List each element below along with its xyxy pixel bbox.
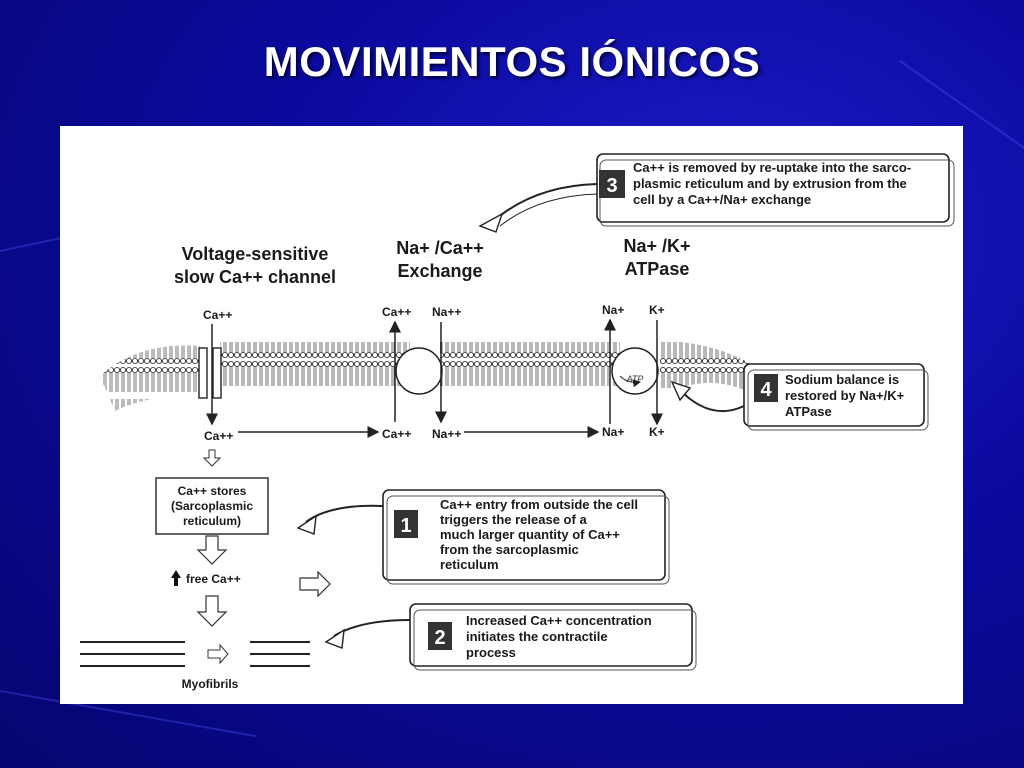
callout-1-line5: reticulum: [440, 557, 499, 572]
myofibrils-relaxed: [80, 641, 185, 667]
callout-1: 1 Ca++ entry from outside the cell trigg…: [296, 489, 670, 585]
callout-3-line3: cell by a Ca++/Na+ exchange: [633, 192, 811, 207]
exchanger-protein: [395, 347, 443, 395]
myofibrils-label: Myofibrils: [182, 677, 239, 691]
callout-2-number: 2: [434, 627, 445, 649]
exchange-header-line1: Na+ /Ca++: [396, 238, 484, 258]
slide-title: MOVIMIENTOS IÓNICOS: [263, 38, 761, 85]
ion-pump-na-out: Na+: [602, 303, 624, 317]
up-arrow-icon: [171, 570, 181, 586]
cell-membrane: [100, 342, 780, 411]
callout-3-line1: Ca++ is removed by re-uptake into the sa…: [633, 160, 911, 175]
callout-4-number: 4: [760, 379, 772, 401]
ion-exchange-na-out: Na++: [432, 305, 461, 319]
callout-2: 2 Increased Ca++ concentration initiates…: [324, 603, 697, 671]
hollow-right-arrow-icon: [207, 643, 229, 665]
ion-ca-outside: Ca++: [203, 308, 232, 322]
callout-1-badge: [394, 510, 418, 538]
atp-label: ATP: [626, 374, 644, 384]
callout-4-badge: [754, 374, 778, 402]
sodium-potassium-pump: ATP: [611, 347, 659, 395]
callout-4-line3: ATPase: [785, 404, 832, 419]
ion-pump-na-in: Na+: [602, 425, 624, 439]
channel-header-line1: Voltage-sensitive: [182, 244, 329, 264]
ion-pump-k-out: K+: [649, 303, 665, 317]
hollow-down-arrow-icon: [202, 449, 222, 467]
stores-line2: (Sarcoplasmic: [171, 499, 253, 513]
ion-ca-inside: Ca++: [204, 429, 233, 443]
myofibrils-contracted: [250, 641, 310, 667]
ion-exchange-na-in: Na++: [432, 427, 461, 441]
callout-1-line4: from the sarcoplasmic: [440, 542, 579, 557]
stores-line1: Ca++ stores: [178, 484, 247, 498]
free-calcium-label: free Ca++: [186, 572, 241, 586]
ion-exchange-ca-out: Ca++: [382, 305, 411, 319]
callout-2-badge: [428, 622, 452, 650]
ion-movement-diagram: ATP Voltage-sensitive slow Ca++ channel …: [80, 153, 955, 691]
callout-3-line2: plasmic reticulum and by extrusion from …: [633, 176, 907, 191]
callout-4: 4 Sodium balance is restored by Na+/K+ A…: [670, 363, 929, 431]
callout-2-line2: initiates the contractile: [466, 629, 608, 644]
callout-1-line1: Ca++ entry from outside the cell: [440, 497, 638, 512]
callout-3-badge: [599, 170, 625, 198]
callout-2-line3: process: [466, 645, 516, 660]
atpase-header-line2: ATPase: [625, 259, 690, 279]
exchange-header-line2: Exchange: [397, 261, 482, 281]
channel-header-line2: slow Ca++ channel: [174, 267, 336, 287]
atpase-header-line1: Na+ /K+: [623, 236, 690, 256]
callout-2-line1: Increased Ca++ concentration: [466, 613, 652, 628]
stores-line3: reticulum): [183, 514, 241, 528]
ion-pump-k-in: K+: [649, 425, 665, 439]
callout-4-line1: Sodium balance is: [785, 372, 899, 387]
callout-3: 3 Ca++ is removed by re-uptake into the …: [478, 153, 955, 233]
diagram-panel: ATP Voltage-sensitive slow Ca++ channel …: [60, 126, 963, 704]
callout-1-number: 1: [400, 515, 411, 537]
callout-1-line2: triggers the release of a: [440, 512, 587, 527]
hollow-down-arrow-icon: [196, 535, 228, 565]
hollow-right-arrow-icon: [299, 570, 331, 598]
calcium-channel: [198, 347, 222, 399]
calcium-stores-box: Ca++ stores (Sarcoplasmic reticulum): [155, 477, 269, 535]
callout-3-number: 3: [606, 175, 617, 197]
ion-exchange-ca-in: Ca++: [382, 427, 411, 441]
hollow-down-arrow-icon: [196, 595, 228, 627]
callout-4-line2: restored by Na+/K+: [785, 388, 905, 403]
callout-1-line3: much larger quantity of Ca++: [440, 527, 620, 542]
